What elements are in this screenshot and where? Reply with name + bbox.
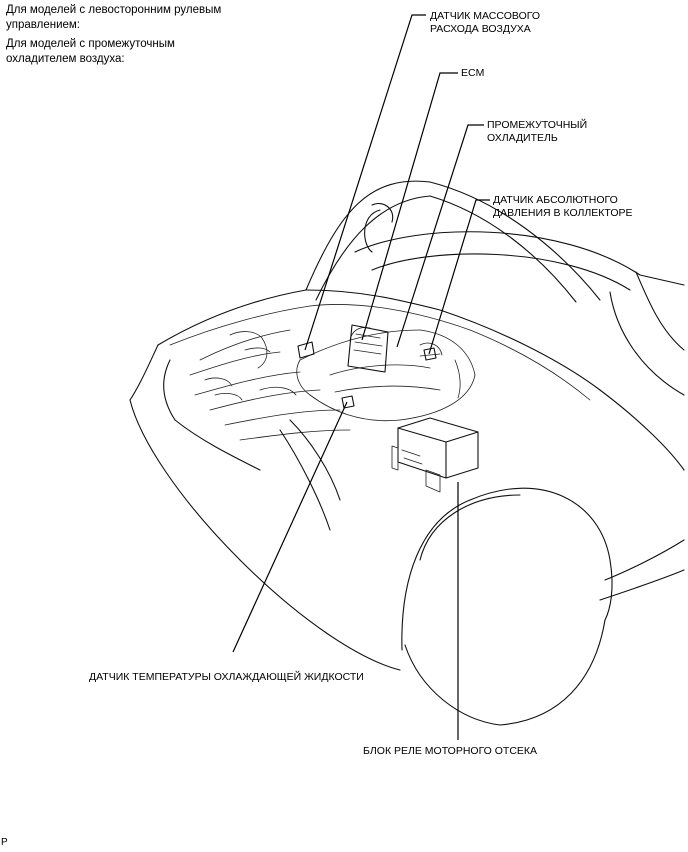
figure-code: P [1, 837, 8, 848]
label-map-sensor-line2: ДАВЛЕНИЯ В КОЛЛЕКТОРЕ [493, 207, 633, 219]
leader-intercooler [396, 124, 484, 348]
label-maf-sensor-line1: ДАТЧИК МАССОВОГО [430, 10, 540, 22]
relay-block [391, 417, 479, 493]
maf-sensor [297, 341, 315, 359]
label-engine-relay-block: БЛОК РЕЛЕ МОТОРНОГО ОТСЕКА [363, 745, 538, 757]
leader-map [428, 199, 490, 355]
windshield-outline [354, 203, 685, 396]
leader-maf [304, 14, 426, 351]
label-ecm: ECM [461, 67, 485, 79]
coolant-temp-sensor [341, 395, 355, 409]
leader-lines [232, 14, 490, 740]
note-lhd-line1: Для моделей с левосторонним рулевым [6, 4, 222, 16]
label-intercooler-line2: ОХЛАДИТЕЛЬ [487, 132, 558, 144]
note-intercooler-line2: охладителем воздуха: [6, 53, 125, 65]
label-intercooler-line1: ПРОМЕЖУТОЧНЫЙ [487, 119, 588, 131]
car-body-outline [129, 289, 685, 726]
engine-bay-details [169, 304, 591, 441]
label-coolant-temp-sensor: ДАТЧИК ТЕМПЕРАТУРЫ ОХЛАЖДАЮЩЕЙ ЖИДКОСТИ [89, 671, 364, 683]
label-map-sensor-line1: ДАТЧИК АБСОЛЮТНОГО [493, 194, 618, 206]
hood-outline [305, 180, 601, 303]
leader-coolant [232, 401, 348, 653]
ecm-unit [347, 324, 389, 373]
label-maf-sensor-line2: РАСХОДА ВОЗДУХА [430, 23, 531, 35]
note-lhd-line2: управлением: [6, 19, 80, 31]
note-intercooler-line1: Для моделей с промежуточным [6, 38, 175, 50]
leader-ecm [361, 72, 458, 341]
